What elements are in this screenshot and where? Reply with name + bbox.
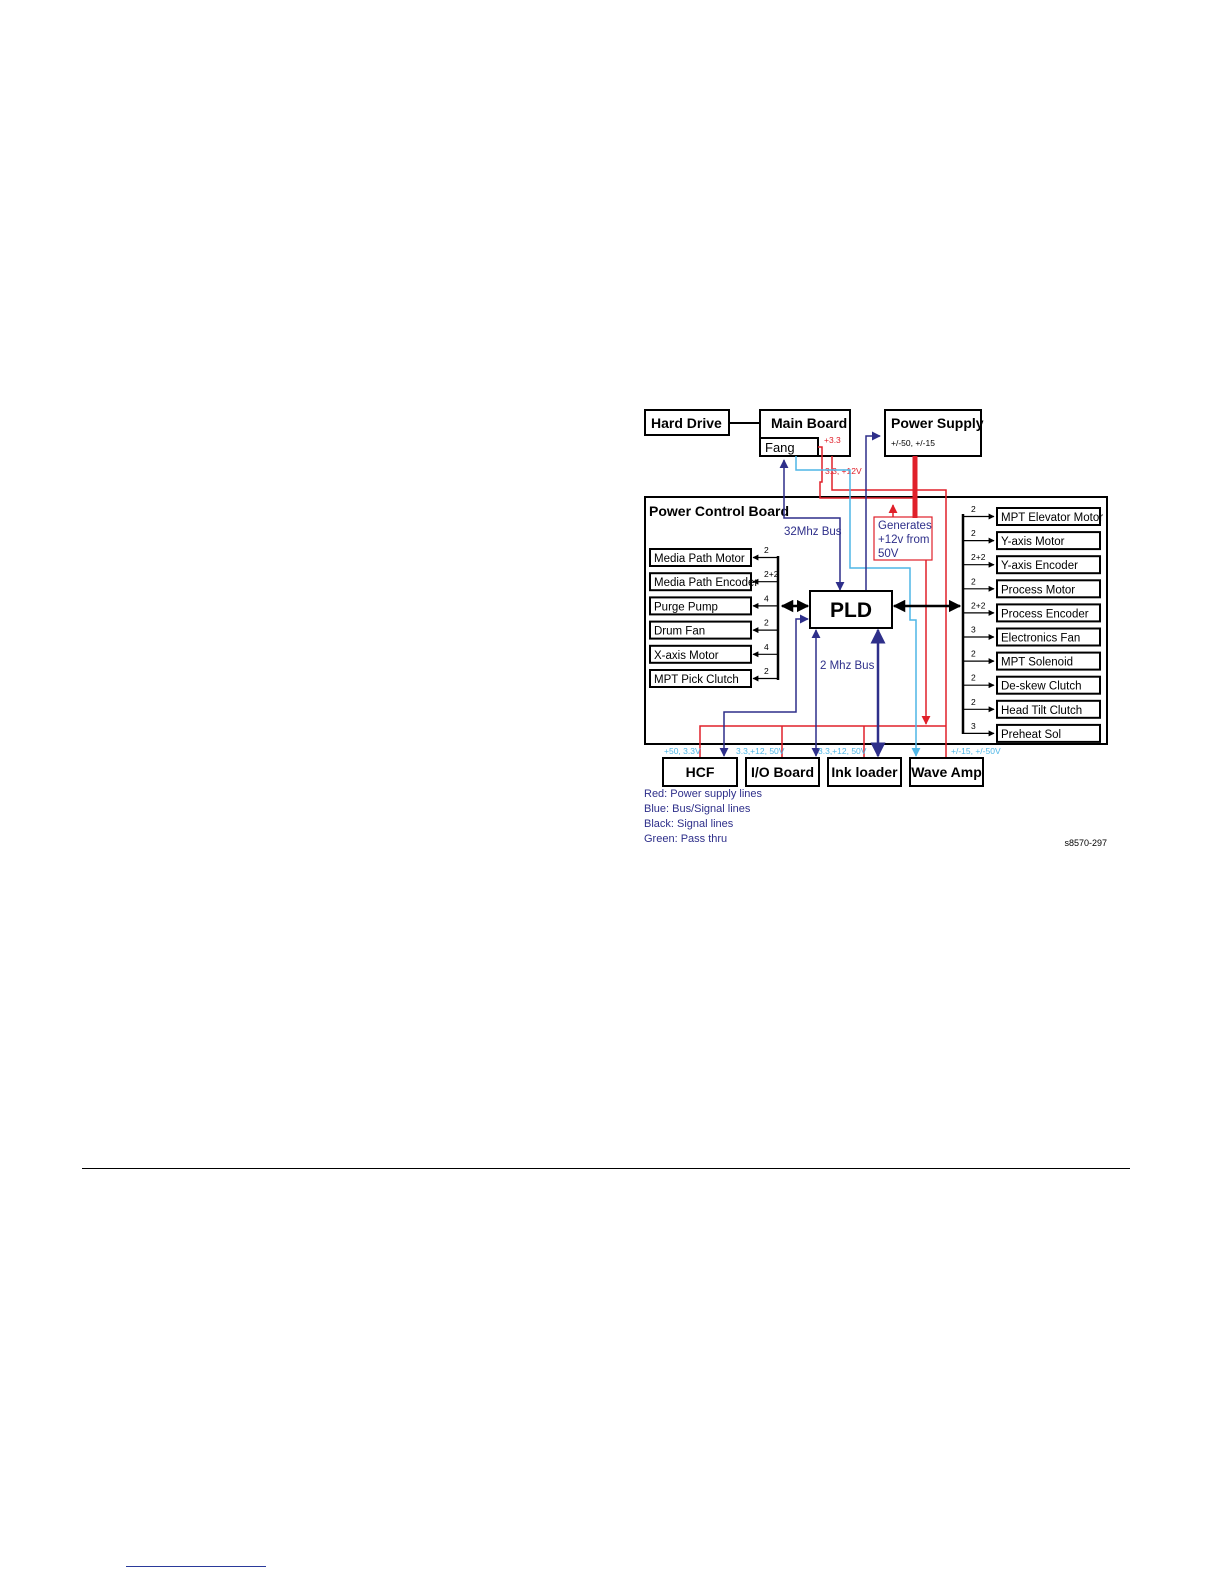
- right-device-count: 2: [971, 673, 976, 683]
- right-device-count: 2: [971, 576, 976, 586]
- bottom-device-2: Ink loader 3.3,+12, 50V: [818, 746, 902, 787]
- bottom-device-voltage: 3.3,+12, 50V: [736, 746, 785, 756]
- right-device-count: 2+2: [971, 552, 986, 562]
- left-device-label: X-axis Motor: [654, 650, 719, 662]
- legend-red: Red: Power supply lines: [644, 788, 763, 800]
- left-device-label: Media Path Encoder: [654, 577, 758, 589]
- left-device-count: 4: [764, 593, 769, 603]
- bottom-device-voltage: +/-15, +/-50V: [951, 746, 1001, 756]
- left-device-count: 4: [764, 642, 769, 652]
- right-device-label: Preheat Sol: [1001, 729, 1061, 741]
- generates-line-2: +12v from: [878, 534, 929, 546]
- left-device-label: Drum Fan: [654, 626, 705, 638]
- right-device-label: Electronics Fan: [1001, 633, 1080, 645]
- pld-label: PLD: [830, 599, 872, 622]
- left-device-3: Drum Fan 2: [649, 618, 778, 640]
- right-device-count: 3: [971, 721, 976, 731]
- generates-line-1: Generates: [878, 520, 932, 532]
- right-device-label: Process Encoder: [1001, 608, 1089, 620]
- bottom-device-label: I/O Board: [751, 764, 814, 780]
- right-device-label: Y-axis Encoder: [1001, 560, 1078, 572]
- left-device-count: 2+2: [764, 569, 779, 579]
- fang-label: Fang: [765, 440, 795, 455]
- legend-green: Green: Pass thru: [644, 833, 727, 845]
- power-control-board-title: Power Control Board: [649, 503, 789, 519]
- right-device-7: De-skew Clutch 2: [963, 673, 1101, 695]
- power-supply-label: Power Supply: [891, 415, 984, 431]
- footer-link-underline: [126, 1566, 266, 1567]
- right-device-label: Process Motor: [1001, 584, 1075, 596]
- generates-line-3: 50V: [878, 548, 899, 560]
- left-device-label: Purge Pump: [654, 601, 718, 613]
- right-device-4: Process Encoder 2+2: [963, 600, 1101, 623]
- right-device-count: 3: [971, 625, 976, 635]
- bottom-device-3: Wave Amp +/-15, +/-50V: [909, 746, 1001, 787]
- main-board-label: Main Board: [771, 415, 847, 431]
- left-device-1: Media Path Encoder 2+2: [649, 569, 779, 592]
- fang-voltage: +3.3: [824, 435, 841, 445]
- bottom-device-1: I/O Board 3.3,+12, 50V: [736, 746, 820, 787]
- right-device-2: Y-axis Encoder 2+2: [963, 552, 1101, 575]
- right-device-8: Head Tilt Clutch 2: [963, 697, 1101, 719]
- generates-box: Generates +12v from 50V: [873, 516, 933, 561]
- right-device-5: Electronics Fan 3: [963, 625, 1101, 647]
- left-device-count: 2: [764, 666, 769, 676]
- main-board-box: Main Board Fang +3.3: [759, 409, 851, 457]
- main-to-pcb-voltage: 3.3, +12V: [825, 466, 862, 476]
- left-device-4: X-axis Motor 4: [649, 642, 778, 664]
- pld-box: PLD: [809, 590, 893, 629]
- right-device-label: Head Tilt Clutch: [1001, 705, 1082, 717]
- right-device-0: MPT Elevator Motor 2: [963, 504, 1103, 526]
- bus-lines: [719, 431, 886, 758]
- right-device-label: MPT Solenoid: [1001, 657, 1073, 669]
- bottom-device-voltage: 3.3,+12, 50V: [818, 746, 867, 756]
- page-divider: [82, 1168, 1130, 1169]
- bus-32mhz-label: 32Mhz Bus: [784, 526, 842, 538]
- bus-2mhz-label: 2 Mhz Bus: [820, 660, 875, 672]
- bottom-device-voltage: +50, 3.3V: [664, 746, 701, 756]
- legend: Red: Power supply lines Blue: Bus/Signal…: [644, 788, 763, 845]
- left-device-count: 2: [764, 545, 769, 555]
- right-device-label: Y-axis Motor: [1001, 536, 1065, 548]
- left-device-0: Media Path Motor 2: [649, 545, 778, 567]
- left-device-count: 2: [764, 618, 769, 628]
- right-device-3: Process Motor 2: [963, 576, 1101, 599]
- right-device-6: MPT Solenoid 2: [963, 649, 1101, 671]
- legend-blue: Blue: Bus/Signal lines: [644, 803, 751, 815]
- right-device-count: 2: [971, 649, 976, 659]
- legend-black: Black: Signal lines: [644, 818, 734, 830]
- hard-drive-box: Hard Drive: [644, 409, 730, 436]
- hard-drive-label: Hard Drive: [651, 415, 722, 431]
- figure-id: s8570-297: [1064, 838, 1107, 848]
- left-device-2: Purge Pump 4: [649, 593, 778, 616]
- right-device-count: 2: [971, 528, 976, 538]
- right-device-label: De-skew Clutch: [1001, 681, 1082, 693]
- right-device-count: 2+2: [971, 600, 986, 610]
- left-device-label: MPT Pick Clutch: [654, 674, 739, 686]
- left-device-5: MPT Pick Clutch 2: [649, 666, 778, 688]
- bottom-device-label: HCF: [686, 764, 715, 780]
- right-device-label: MPT Elevator Motor: [1001, 512, 1103, 524]
- left-device-label: Media Path Motor: [654, 553, 745, 565]
- bottom-device-label: Ink loader: [831, 764, 898, 780]
- right-device-count: 2: [971, 504, 976, 514]
- right-device-1: Y-axis Motor 2: [963, 528, 1101, 551]
- bottom-device-0: HCF +50, 3.3V: [662, 746, 738, 787]
- signal-lines: [776, 514, 965, 734]
- right-device-9: Preheat Sol 3: [963, 721, 1101, 743]
- power-supply-voltages: +/-50, +/-15: [891, 438, 935, 448]
- bottom-device-label: Wave Amp: [911, 764, 982, 780]
- right-device-count: 2: [971, 697, 976, 707]
- power-supply-box: Power Supply +/-50, +/-15: [884, 409, 984, 457]
